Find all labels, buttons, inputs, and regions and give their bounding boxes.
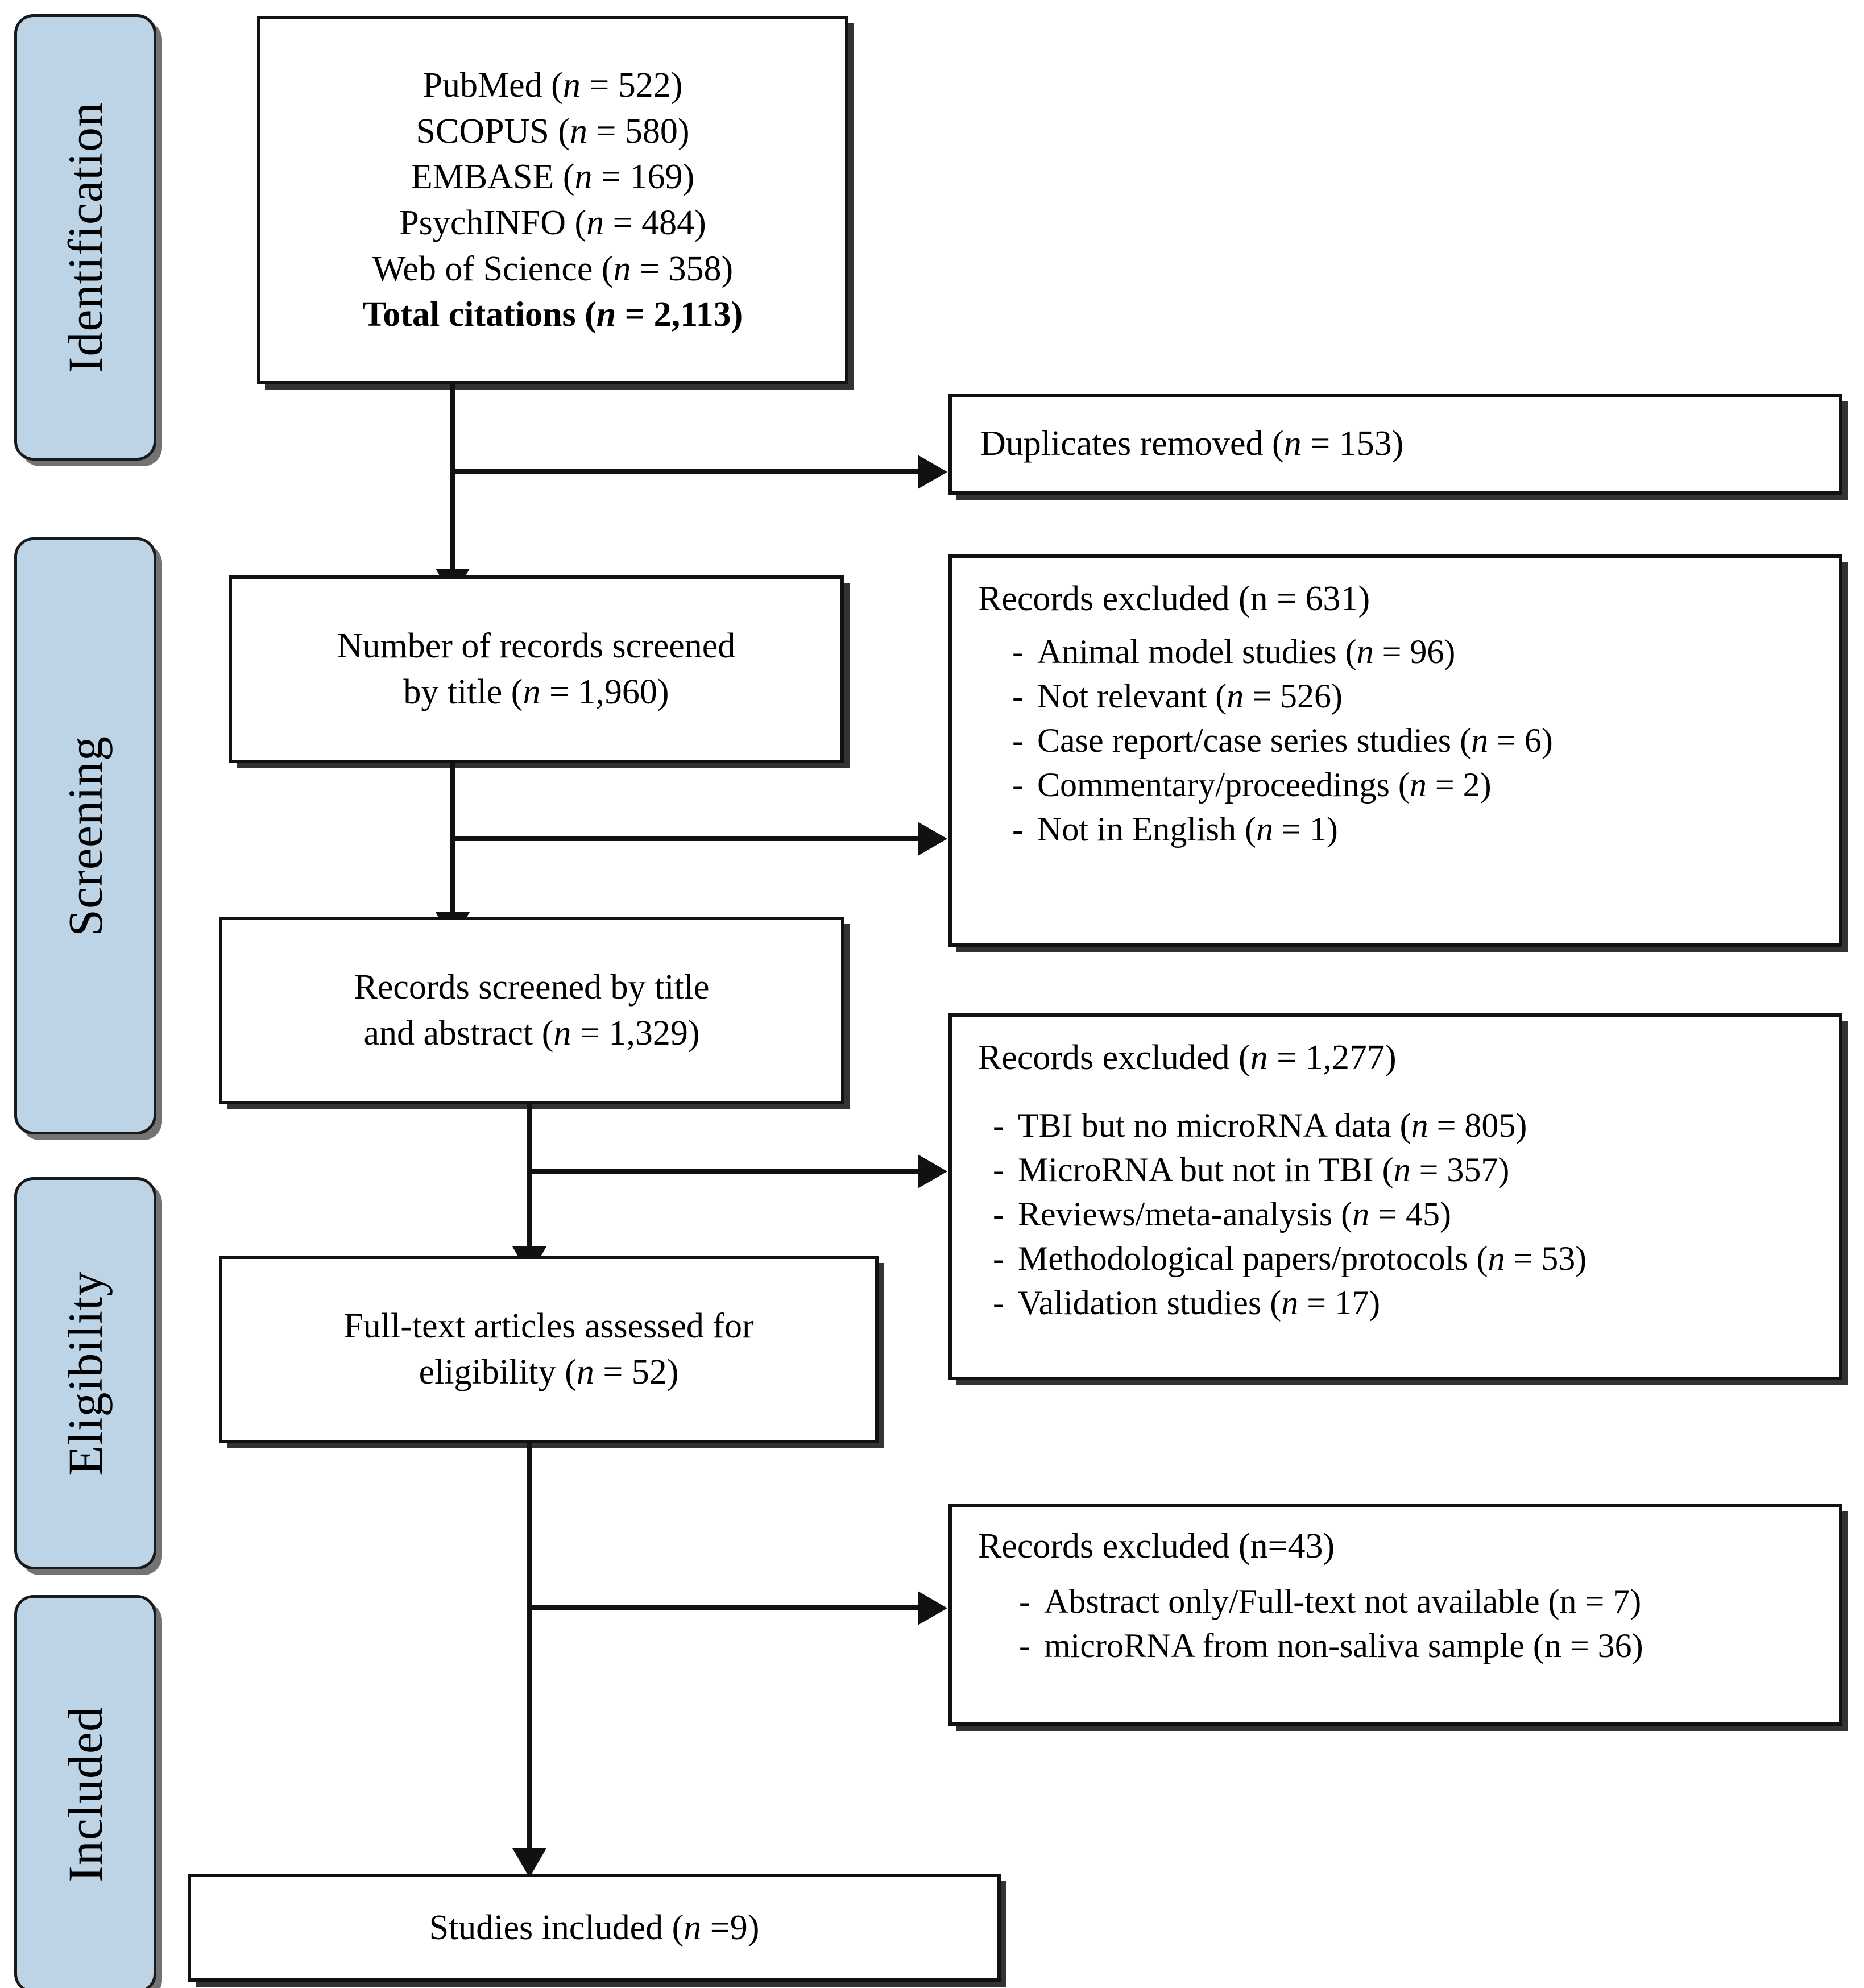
source-line-pubmed: PubMed (n = 522) — [422, 66, 683, 105]
phase-eligibility-label: Eligibility — [58, 1271, 113, 1476]
bullet-dash: - — [993, 1195, 1004, 1233]
excluded-631-header: Records excluded (n = 631) — [978, 579, 1370, 618]
duplicates-removed-text: Duplicates removed (n = 153) — [980, 424, 1404, 463]
arrow-right-icon-to-excluded-1277 — [918, 1154, 947, 1188]
excluded-43-item: - Abstract only/Full-text not available … — [978, 1579, 1641, 1623]
excluded-631-item: - Not relevant (n = 526) — [978, 674, 1343, 718]
phase-included-label: Included — [58, 1706, 113, 1882]
box-studies-included: Studies included (n =9) — [188, 1874, 1001, 1982]
source-line-web-of-science: Web of Science (n = 358) — [372, 249, 734, 288]
phase-identification: Identification — [14, 14, 156, 461]
phase-screening: Screening — [14, 537, 156, 1134]
bullet-dash: - — [1019, 1582, 1030, 1620]
screened-abstract-line2: and abstract (n = 1,329) — [363, 1014, 700, 1053]
box-records-excluded-631: Records excluded (n = 631) - Animal mode… — [948, 554, 1842, 947]
bullet-dash: - — [993, 1150, 1004, 1188]
source-line-embase: EMBASE (n = 169) — [411, 158, 695, 197]
excluded-631-item: - Not in English (n = 1) — [978, 807, 1338, 851]
bullet-dash: - — [1012, 721, 1024, 759]
fulltext-line2: eligibility (n = 52) — [419, 1353, 679, 1391]
box-database-sources: PubMed (n = 522) SCOPUS (n = 580) EMBASE… — [257, 16, 848, 384]
phase-eligibility: Eligibility — [14, 1177, 156, 1569]
source-line-scopus: SCOPUS (n = 580) — [416, 111, 690, 151]
bullet-dash: - — [1019, 1626, 1030, 1664]
bullet-dash: - — [1012, 677, 1024, 715]
excluded-1277-item: - MicroRNA but not in TBI (n = 357) — [978, 1148, 1509, 1192]
excluded-631-item: - Commentary/proceedings (n = 2) — [978, 763, 1492, 807]
excluded-1277-item: - Reviews/meta-analysis (n = 45) — [978, 1192, 1451, 1236]
excluded-1277-item: - TBI but no microRNA data (n = 805) — [978, 1103, 1527, 1148]
box-records-screened-title-abstract: Records screened by title and abstract (… — [219, 917, 844, 1104]
excluded-43-header: Records excluded (n=43) — [978, 1527, 1335, 1565]
phase-screening-label: Screening — [58, 735, 113, 937]
connector-branch-excluded-631 — [450, 836, 922, 841]
screened-title-line1: Number of records screened — [337, 627, 736, 666]
bullet-dash: - — [993, 1283, 1004, 1322]
box-duplicates-removed: Duplicates removed (n = 153) — [948, 394, 1842, 495]
connector-trunk-screening-2 — [527, 1104, 532, 1251]
bullet-dash: - — [1012, 810, 1024, 848]
excluded-1277-item: - Validation studies (n = 17) — [978, 1281, 1380, 1325]
excluded-1277-header: Records excluded (n = 1,277) — [978, 1038, 1397, 1077]
bullet-dash: - — [1012, 632, 1024, 670]
bullet-dash: - — [1012, 765, 1024, 804]
arrow-right-icon-to-excluded-631 — [918, 822, 947, 856]
box-records-excluded-1277: Records excluded (n = 1,277) - TBI but n… — [948, 1013, 1842, 1380]
screened-abstract-line1: Records screened by title — [354, 968, 710, 1007]
box-records-screened-by-title: Number of records screened by title (n =… — [229, 575, 844, 763]
source-line-total-citations: Total citations (n = 2,113) — [362, 295, 743, 334]
connector-branch-excluded-43 — [527, 1605, 922, 1610]
studies-included-text: Studies included (n =9) — [429, 1908, 760, 1947]
excluded-43-item: - microRNA from non-saliva sample (n = 3… — [978, 1623, 1643, 1668]
excluded-1277-item: - Methodological papers/protocols (n = 5… — [978, 1236, 1587, 1281]
source-line-psychinfo: PsychINFO (n = 484) — [399, 204, 706, 242]
connector-trunk-eligibility — [527, 1443, 532, 1853]
arrow-right-icon-to-duplicates — [918, 455, 947, 489]
connector-branch-duplicates — [450, 469, 922, 474]
arrow-down-icon-to-studies-included — [512, 1848, 546, 1878]
screened-title-line2: by title (n = 1,960) — [403, 673, 669, 711]
phase-identification-label: Identification — [58, 101, 113, 374]
phase-included: Included — [14, 1595, 156, 1988]
fulltext-line1: Full-text articles assessed for — [343, 1307, 754, 1346]
bullet-dash: - — [993, 1239, 1004, 1277]
arrow-right-icon-to-excluded-43 — [918, 1591, 947, 1625]
connector-trunk-identification — [450, 384, 455, 573]
box-records-excluded-43: Records excluded (n=43) - Abstract only/… — [948, 1504, 1842, 1726]
box-fulltext-assessed: Full-text articles assessed for eligibil… — [219, 1256, 879, 1443]
excluded-631-item: - Case report/case series studies (n = 6… — [978, 718, 1553, 763]
excluded-631-item: - Animal model studies (n = 96) — [978, 629, 1455, 674]
connector-branch-excluded-1277 — [527, 1169, 922, 1174]
bullet-dash: - — [993, 1106, 1004, 1144]
